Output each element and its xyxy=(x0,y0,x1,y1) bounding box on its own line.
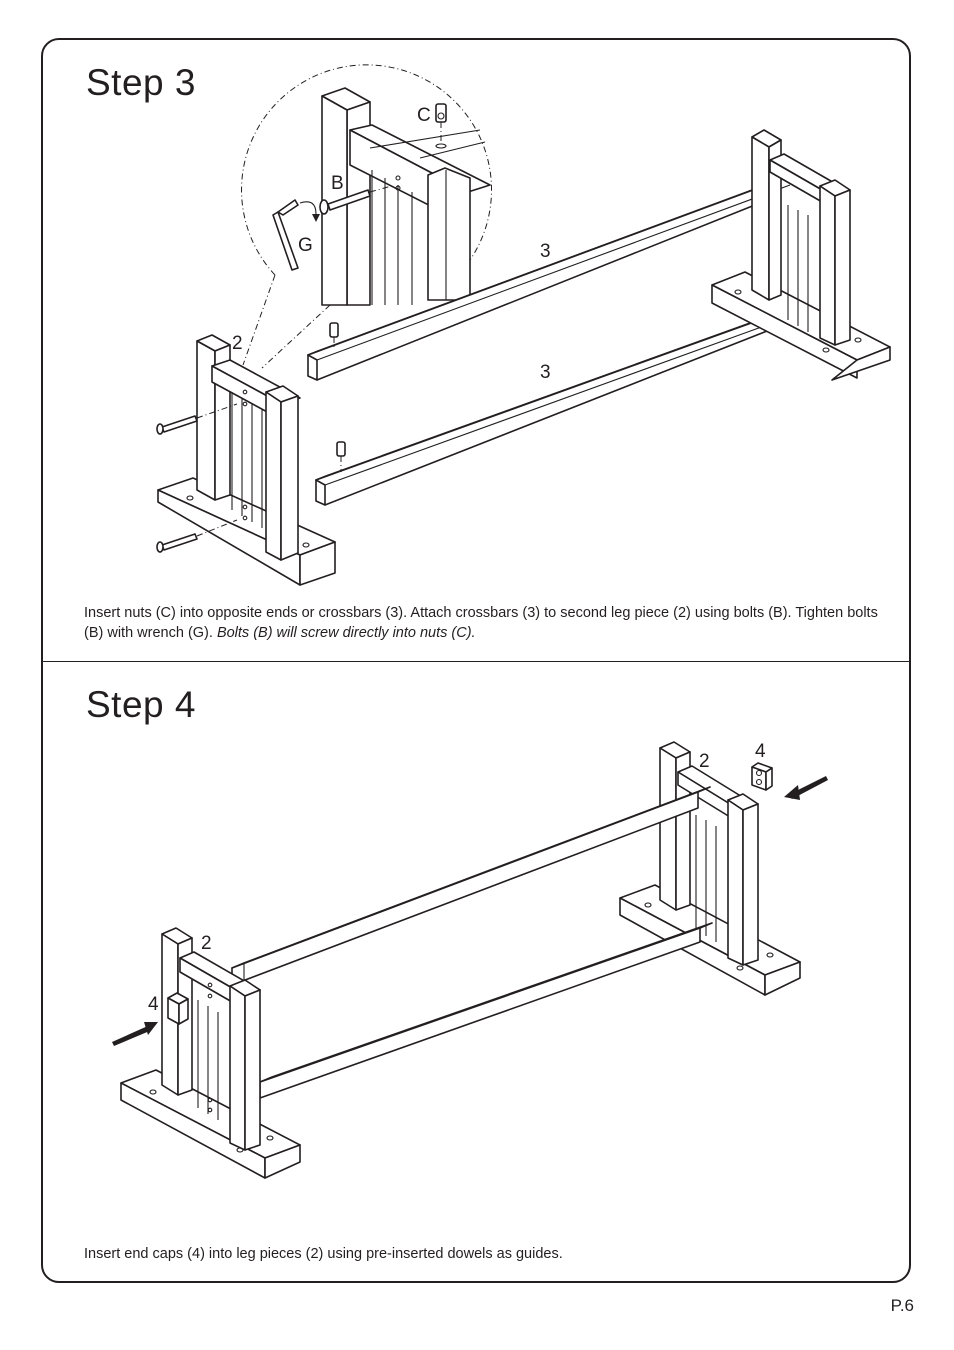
step3-title: Step 3 xyxy=(86,62,196,103)
leg-piece-rear xyxy=(711,129,891,381)
step-divider xyxy=(41,661,911,662)
step3-caption-note: Bolts (B) will screw directly into nuts … xyxy=(216,625,476,641)
label-cap-front-4: 4 xyxy=(148,994,159,1015)
step3-caption: Insert nuts (C) into opposite ends or cr… xyxy=(84,603,884,643)
step4-crossbar-upper xyxy=(231,786,711,986)
leg-piece-front xyxy=(157,334,336,586)
end-cap-right xyxy=(751,762,828,800)
label-leg-2: 2 xyxy=(232,333,243,354)
step4-title: Step 4 xyxy=(86,684,196,725)
label-wrench-g: G xyxy=(298,235,313,256)
label-nut-c: C xyxy=(417,105,431,126)
step4-leg-rear xyxy=(619,741,801,996)
label-crossbar-lower: 3 xyxy=(540,362,551,383)
step4-caption: Insert end caps (4) into leg pieces (2) … xyxy=(84,1246,563,1262)
step4-leg-front xyxy=(120,927,301,1179)
label-leg-rear-2: 2 xyxy=(699,751,710,772)
page-number: P.6 xyxy=(890,1296,914,1315)
step3-caption-text: Insert nuts (C) into opposite ends or cr… xyxy=(84,605,878,641)
detail-callout xyxy=(241,64,493,369)
page-frame xyxy=(41,38,911,1283)
step3-illustration: C B G 2 3 3 xyxy=(156,64,891,586)
bolt-left-upper xyxy=(156,403,238,435)
bolt-left-lower xyxy=(156,519,238,553)
step4-crossbar-lower xyxy=(259,922,713,1099)
label-bolt-b: B xyxy=(331,173,344,194)
label-leg-front-2: 2 xyxy=(201,933,212,954)
crossbar-upper xyxy=(307,175,791,381)
end-cap-left xyxy=(112,992,189,1046)
step4-illustration: 2 4 2 4 xyxy=(112,741,828,1179)
label-crossbar-upper: 3 xyxy=(540,241,551,262)
label-cap-rear-4: 4 xyxy=(755,741,766,762)
